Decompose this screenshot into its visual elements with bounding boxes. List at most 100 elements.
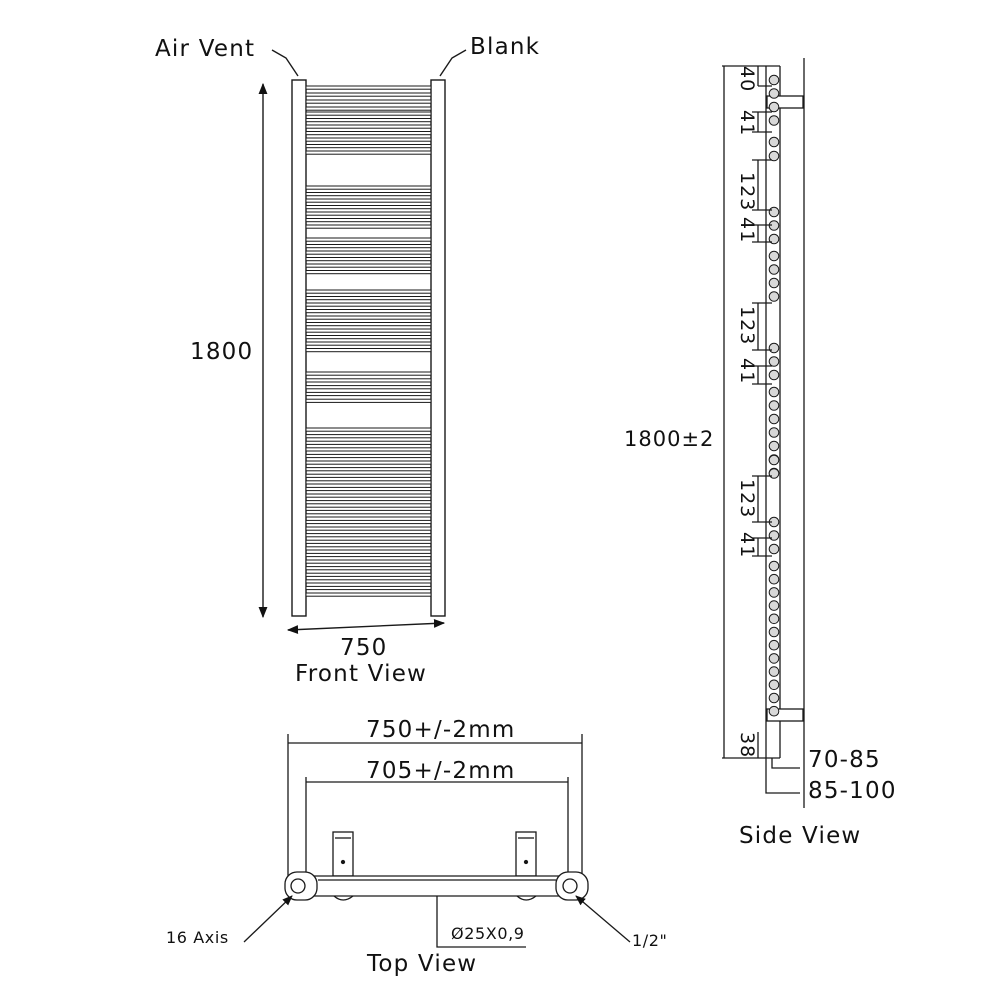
side-tube — [768, 400, 780, 411]
side-tube — [768, 613, 780, 625]
front-bar — [305, 224, 432, 229]
front-bar — [305, 539, 432, 544]
dim-bottom: 38 — [736, 732, 758, 759]
left-upright — [291, 79, 307, 617]
front-bar — [305, 250, 432, 255]
front-bar — [305, 506, 432, 511]
front-bar — [305, 453, 432, 459]
front-bar — [305, 315, 432, 320]
thread-label: 1/2" — [632, 931, 668, 950]
front-bar — [305, 391, 432, 397]
front-bar — [305, 302, 432, 307]
tube-leader — [436, 896, 526, 948]
front-bar — [305, 289, 432, 294]
front-bar — [305, 447, 432, 452]
front-bar — [305, 467, 432, 472]
front-bar — [305, 427, 432, 432]
front-view-caption: Front View — [295, 661, 428, 687]
side-tube — [768, 115, 780, 126]
front-bar — [305, 111, 432, 116]
side-bars — [768, 74, 780, 717]
front-bar — [305, 341, 432, 346]
side-tube — [768, 136, 780, 148]
top-crossbar — [297, 875, 577, 897]
dim-g4: 41 — [736, 532, 758, 559]
side-tube — [768, 560, 780, 572]
side-tube — [768, 74, 780, 86]
front-bar — [305, 211, 432, 216]
front-bar — [305, 137, 432, 142]
air-vent-label: Air Vent — [155, 36, 256, 62]
dim-s2: 123 — [736, 306, 758, 346]
front-bar — [305, 118, 432, 123]
side-tube — [768, 413, 780, 425]
front-bar — [305, 559, 432, 564]
front-bar — [305, 348, 432, 353]
front-bar — [305, 263, 432, 268]
wall-near-label: 70-85 — [808, 747, 881, 773]
side-tube — [768, 250, 780, 262]
air-vent-leader — [271, 49, 299, 77]
front-bar — [305, 198, 432, 203]
side-tube — [768, 626, 780, 638]
front-bar — [305, 185, 432, 190]
front-bar — [305, 493, 432, 498]
side-tube — [768, 101, 780, 113]
front-bar — [305, 150, 432, 155]
side-tube — [768, 440, 780, 452]
height-label: 1800 — [190, 339, 254, 365]
left-foot — [333, 895, 354, 901]
front-bar — [305, 552, 432, 558]
front-bar — [305, 92, 432, 97]
right-end-cap — [555, 871, 589, 901]
dim-s1: 123 — [736, 172, 758, 212]
right-bracket-screw — [523, 859, 529, 865]
right-foot — [516, 895, 537, 901]
bracket-g2 — [752, 224, 772, 243]
dim-g2: 41 — [736, 217, 758, 244]
wall-far-label: 85-100 — [808, 778, 897, 804]
front-bar — [305, 99, 432, 104]
side-tube — [768, 88, 780, 99]
tube-label: Ø25X0,9 — [451, 924, 525, 943]
front-bar — [305, 480, 432, 485]
left-end-cap — [284, 871, 318, 901]
front-bar — [305, 500, 432, 505]
bracket-s1 — [752, 159, 772, 211]
side-tube — [768, 692, 780, 704]
blank-label: Blank — [470, 34, 541, 60]
left-bracket-screw — [340, 859, 346, 865]
side-tube — [768, 356, 780, 367]
front-bar — [305, 460, 432, 465]
side-tube — [768, 454, 780, 466]
side-tube — [768, 206, 780, 218]
side-tube — [768, 679, 780, 691]
front-bar — [305, 579, 432, 584]
front-bar — [305, 486, 432, 492]
front-bar — [305, 124, 432, 129]
width-dimension-line — [286, 618, 446, 635]
front-bar — [305, 371, 432, 376]
front-bar — [305, 309, 432, 314]
side-tube — [768, 427, 780, 438]
front-bar — [305, 85, 432, 90]
dim-s3: 123 — [736, 479, 758, 519]
front-bar — [305, 385, 432, 390]
side-tube — [768, 291, 780, 302]
bracket-g4 — [752, 537, 772, 557]
bracket-s2 — [752, 302, 772, 351]
side-tube — [768, 342, 780, 354]
front-view-drawing — [258, 49, 467, 635]
blank-leader — [439, 49, 467, 77]
front-bar — [305, 205, 432, 210]
front-bar — [305, 585, 432, 591]
side-tube — [768, 705, 780, 717]
side-tube — [768, 639, 780, 651]
front-bar — [305, 144, 432, 149]
bracket-g1 — [752, 111, 772, 133]
side-tube — [768, 386, 780, 398]
dim-g1: 41 — [736, 110, 758, 137]
front-bar — [305, 257, 432, 262]
front-bar — [305, 192, 432, 197]
width-label: 750 — [340, 635, 388, 661]
